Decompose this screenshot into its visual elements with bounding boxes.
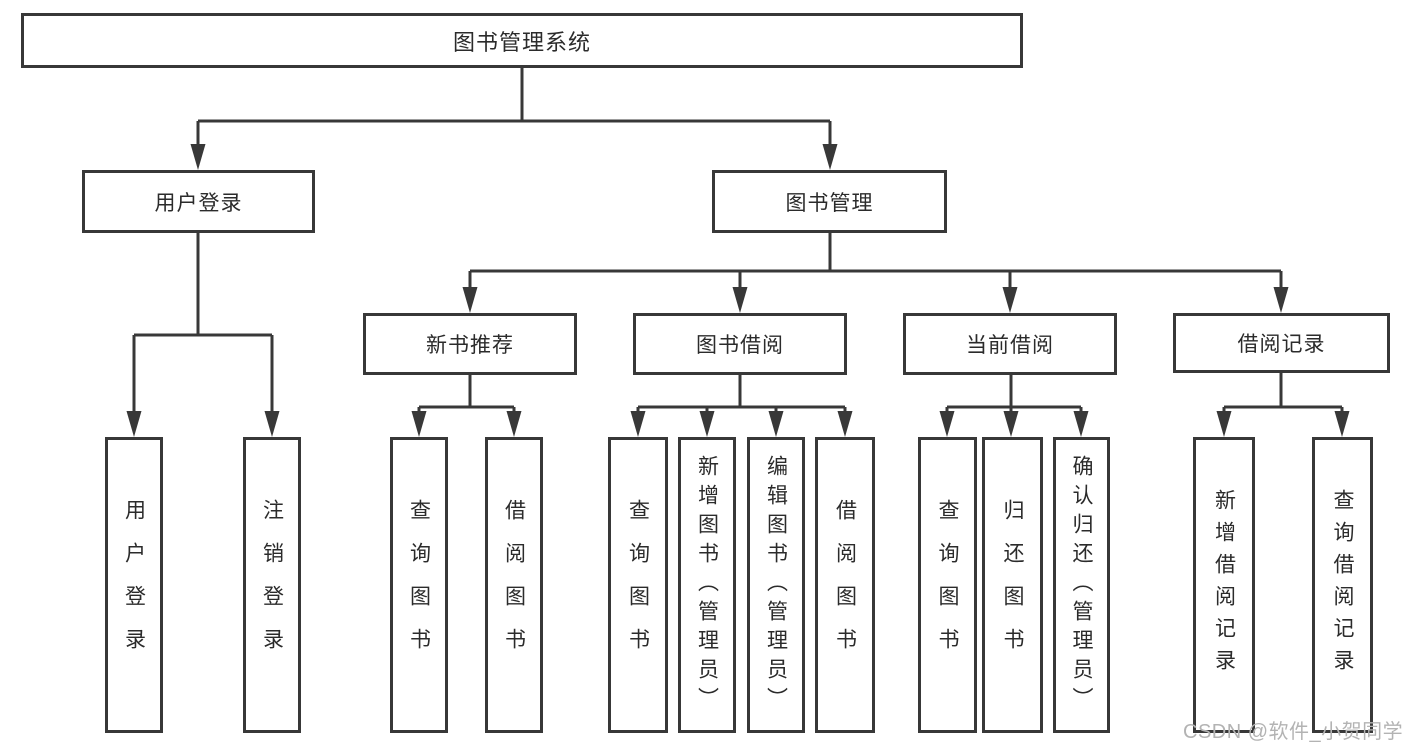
leaf-label: 查询图书 [936,499,959,671]
leaf-query-books-recommend: 查询图书 [390,437,448,733]
node-label: 图书管理 [785,191,874,215]
leaf-user-login: 用户登录 [105,437,163,733]
node-label: 借阅记录 [1237,333,1326,356]
leaf-return-books: 归还图书 [982,437,1043,733]
node-book-borrow: 图书借阅 [633,313,847,375]
node-current-borrow: 当前借阅 [903,313,1117,375]
leaf-label: 借阅图书 [833,499,857,671]
node-label: 图书管理系统 [452,29,591,55]
node-user-login: 用户登录 [82,170,315,233]
leaf-logout: 注销登录 [243,437,301,733]
leaf-label: 查询借阅记录 [1331,489,1354,681]
node-label: 新书推荐 [426,334,514,357]
node-book-management: 图书管理 [712,170,947,233]
leaf-label: 注销登录 [260,499,284,671]
leaf-add-borrow-record: 新增借阅记录 [1193,437,1255,733]
csdn-watermark: CSDN @软件_小贺同学 [1183,721,1404,743]
leaf-borrow-books: 借阅图书 [815,437,875,733]
leaf-query-books-current: 查询图书 [918,437,977,733]
node-label: 当前借阅 [966,334,1054,357]
leaf-label: 查询图书 [407,499,431,671]
node-borrow-records: 借阅记录 [1173,313,1390,373]
leaf-query-borrow-record: 查询借阅记录 [1312,437,1373,733]
leaf-label: 编辑图书（管理员） [764,454,788,716]
node-library-management-system: 图书管理系统 [21,13,1023,68]
leaf-label: 新增借阅记录 [1212,489,1236,681]
node-label: 用户登录 [154,191,243,215]
leaf-label: 借阅图书 [502,499,526,671]
leaf-label: 查询图书 [626,499,650,671]
leaf-label: 用户登录 [122,499,146,671]
leaf-confirm-return-admin: 确认归还（管理员） [1053,437,1110,733]
leaf-borrow-books-recommend: 借阅图书 [485,437,543,733]
leaf-edit-book-admin: 编辑图书（管理员） [747,437,805,733]
node-label: 图书借阅 [696,334,784,357]
leaf-query-books-borrow: 查询图书 [608,437,668,733]
node-new-book-recommend: 新书推荐 [363,313,577,375]
leaf-add-book-admin: 新增图书（管理员） [678,437,736,733]
leaf-label: 归还图书 [1001,499,1024,671]
leaf-label: 确认归还（管理员） [1070,454,1093,716]
leaf-label: 新增图书（管理员） [695,454,719,716]
